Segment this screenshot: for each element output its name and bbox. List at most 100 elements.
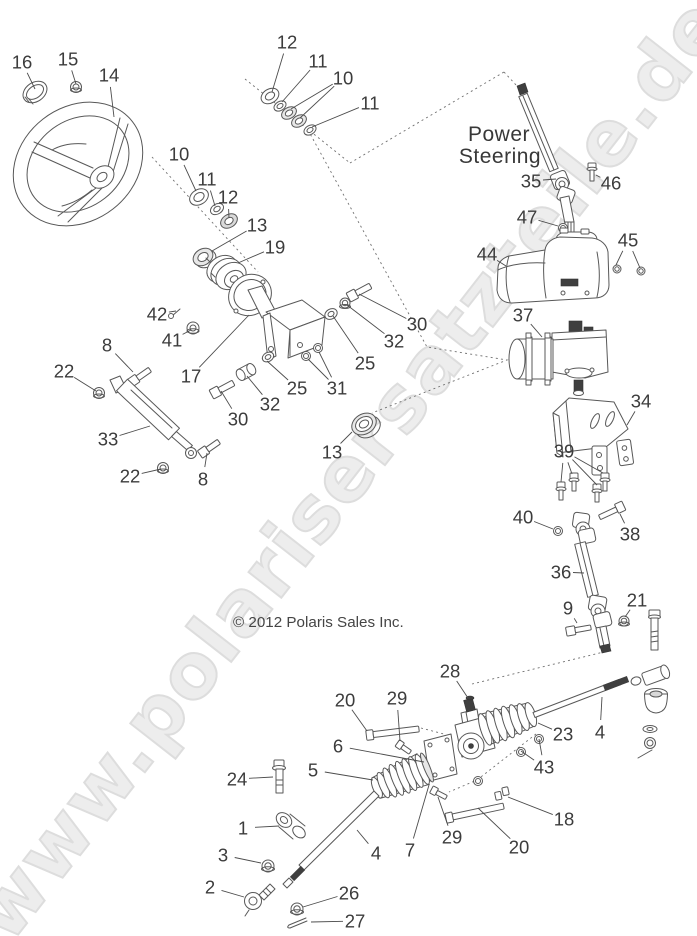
callout-29: 29 (387, 688, 408, 709)
callout-9: 9 (563, 598, 573, 619)
leader-line (290, 83, 333, 110)
leader-line (574, 456, 604, 474)
upper-steering-shaft (516, 82, 576, 240)
bolt-29-lower (429, 785, 448, 800)
construction-line (471, 649, 613, 685)
leader-line (507, 796, 553, 816)
nut-41 (186, 321, 200, 335)
cotter-pin-27 (287, 917, 308, 929)
leader-line (209, 190, 216, 207)
nuts-43 (473, 734, 544, 786)
callout-15: 15 (58, 49, 79, 70)
power-steering-label-line2: Steering (459, 145, 541, 168)
leader-line (310, 920, 344, 923)
callout-12: 12 (218, 187, 239, 208)
callout-36: 36 (551, 562, 572, 583)
callout-28: 28 (440, 661, 461, 682)
callout-18: 18 (554, 809, 575, 830)
construction-line (307, 129, 509, 414)
callout-47: 47 (517, 207, 538, 228)
bearing-upper (192, 247, 217, 269)
leader-line (397, 709, 401, 742)
bellows-right (478, 702, 538, 746)
leader-line (237, 251, 265, 264)
callout-1: 1 (238, 818, 248, 839)
callout-39: 39 (554, 441, 575, 462)
nuts-45 (612, 264, 646, 276)
callout-40: 40 (513, 507, 534, 528)
leader-line (412, 784, 430, 839)
rack-assembly (282, 664, 671, 889)
callout-16: 16 (12, 52, 33, 73)
leader-line (281, 69, 311, 103)
power-steering-label-line1: Power (468, 123, 530, 146)
leader-line (183, 164, 197, 192)
leader-line (114, 353, 134, 373)
inner-tie-rod-left (282, 790, 380, 889)
callout-5: 5 (308, 760, 318, 781)
callout-2: 2 (205, 877, 215, 898)
leader-line (346, 304, 385, 335)
bolt-8-lower (197, 439, 221, 459)
leader-line (533, 521, 554, 530)
bolt-20-upper (365, 725, 420, 741)
leader-line (560, 462, 564, 483)
construction-line (151, 156, 259, 273)
bushing-1 (275, 812, 306, 840)
callout-37: 37 (513, 305, 534, 326)
leader-line (198, 314, 250, 368)
callout-25: 25 (355, 353, 376, 374)
nut-26 (290, 902, 304, 916)
leader-line (254, 825, 280, 828)
callout-35: 35 (521, 171, 542, 192)
callout-14: 14 (99, 65, 120, 86)
leader-line (349, 747, 425, 763)
callout-38: 38 (620, 524, 641, 545)
leader-line (542, 178, 557, 181)
leader-line (299, 85, 335, 119)
leader-line (221, 889, 245, 898)
callout-11: 11 (360, 93, 379, 114)
callout-25: 25 (287, 378, 308, 399)
bolt-9 (565, 624, 592, 637)
callout-30: 30 (228, 409, 249, 430)
callout-32: 32 (384, 331, 405, 352)
callout-17: 17 (181, 366, 202, 387)
leader-line (220, 390, 233, 409)
lower-steering-shaft (571, 511, 613, 654)
steering-wheel-nut (70, 81, 82, 93)
tie-rod-end-right (630, 664, 671, 759)
leader-line (204, 452, 208, 468)
callout-23: 23 (553, 724, 574, 745)
leader-line (632, 250, 641, 269)
callout-44: 44 (477, 244, 498, 265)
leader-line (311, 107, 360, 128)
leader-line (351, 709, 368, 732)
leader-line (437, 796, 449, 826)
leader-line (73, 377, 97, 392)
bolt-38 (598, 500, 627, 520)
callout-45: 45 (618, 230, 639, 251)
callout-13: 13 (322, 442, 343, 463)
washer-stack-column (189, 188, 238, 229)
callout-29: 29 (442, 827, 463, 848)
steering-damper (109, 375, 197, 459)
callout-3: 3 (218, 845, 228, 866)
callout-8: 8 (102, 335, 112, 356)
callout-4: 4 (595, 722, 605, 743)
bolt-46 (586, 162, 598, 182)
leader-line (572, 572, 585, 574)
callout-4: 4 (371, 843, 381, 864)
leader-line (567, 462, 573, 475)
leader-line (595, 174, 601, 178)
leader-line (573, 618, 578, 624)
parts-artwork (12, 80, 671, 929)
nut-22-lower (157, 462, 169, 474)
leader-line (119, 425, 151, 436)
leader-line (71, 70, 77, 85)
leader-line (456, 680, 469, 699)
mount-hardware (208, 283, 373, 400)
callout-41: 41 (162, 330, 183, 351)
